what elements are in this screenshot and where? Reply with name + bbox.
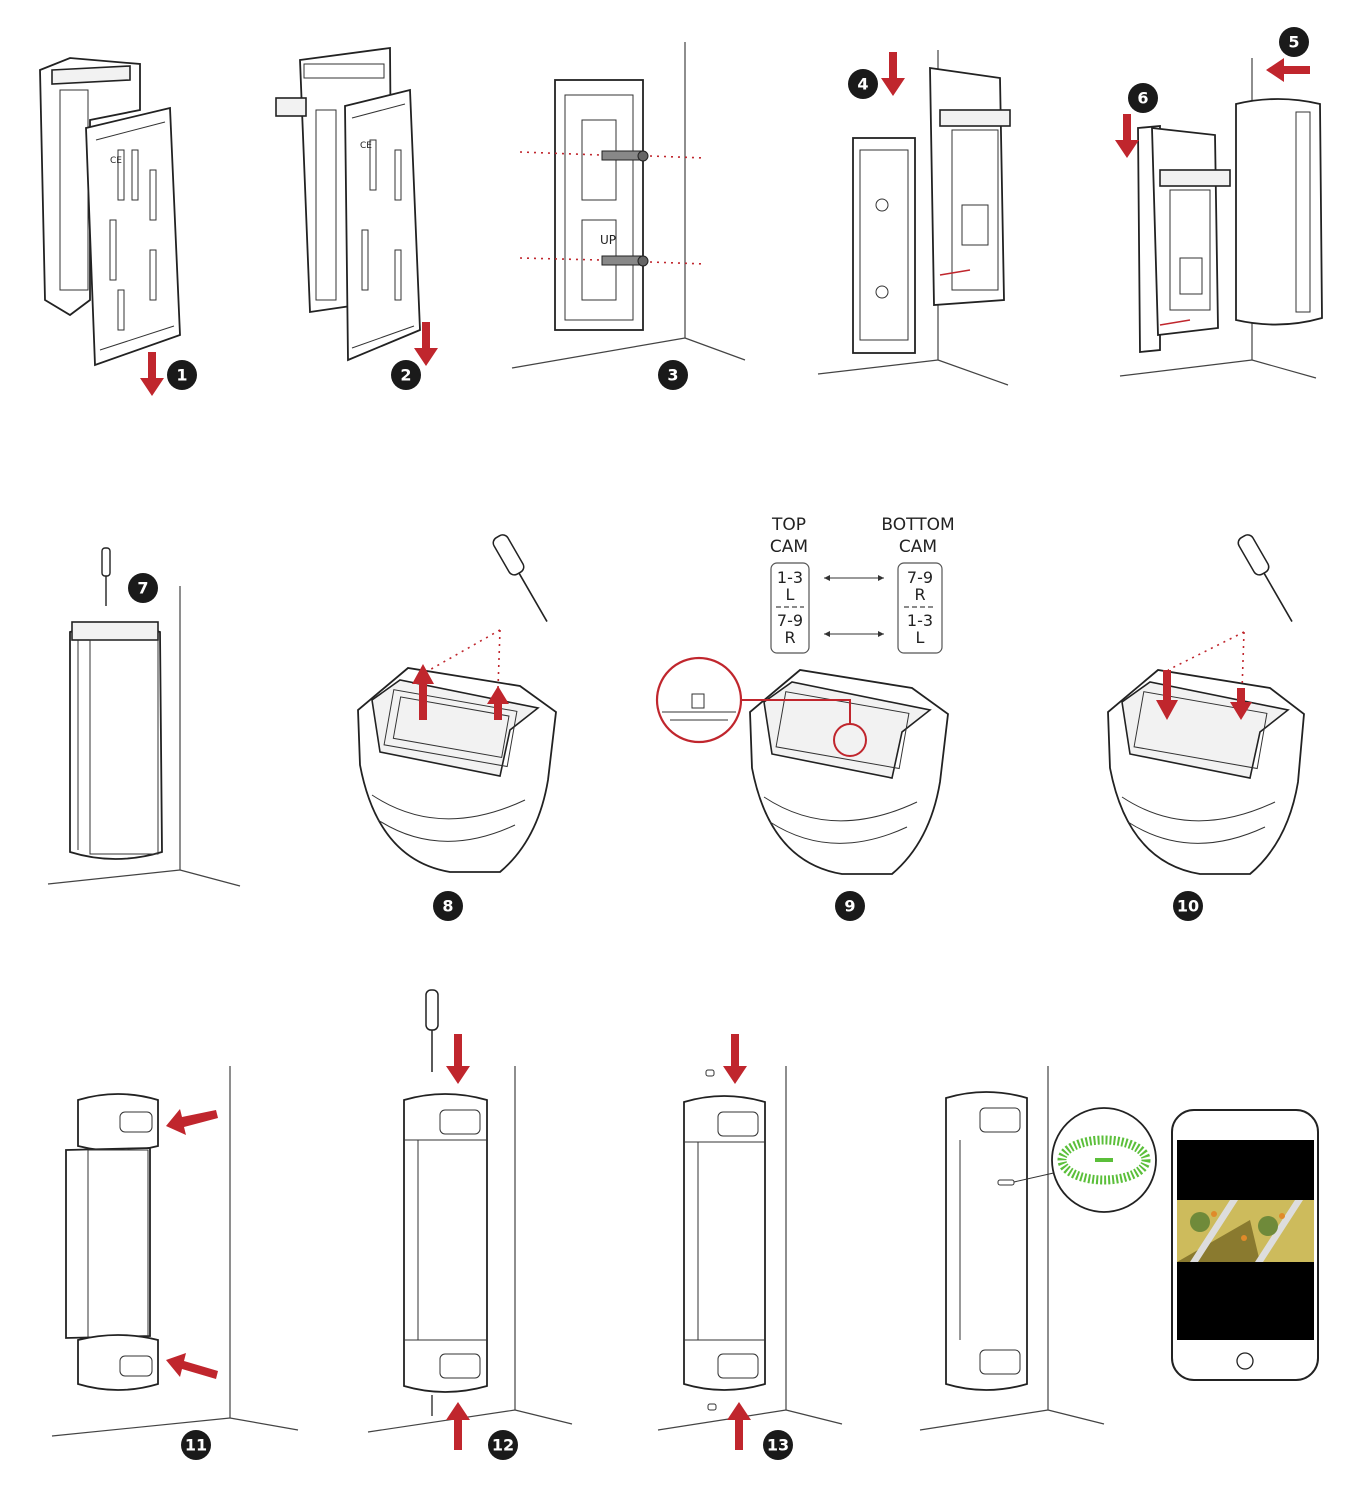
bottom-cam-label-2: CAM: [899, 537, 937, 557]
plate-up-label: UP: [600, 233, 616, 247]
bottom-setting-3: 1-3: [907, 611, 933, 630]
double-arrow-icon: [824, 631, 884, 637]
step-13-arrow-up: [727, 1402, 751, 1450]
step-13-arrow-down: [723, 1034, 747, 1084]
svg-text:1: 1: [176, 366, 187, 385]
double-arrow-icon: [824, 575, 884, 581]
smartphone-illustration: [1171, 1109, 1319, 1381]
step-10-illustration: [1107, 534, 1305, 875]
bottom-setting-4: L: [916, 628, 925, 647]
step-8-arrow-up-right: [487, 686, 509, 720]
step-9-illustration: [655, 656, 949, 875]
step-badge-3: 3: [658, 360, 688, 390]
step-badge-13: 13: [763, 1430, 793, 1460]
top-cam-label-2: CAM: [770, 537, 808, 557]
svg-text:9: 9: [844, 897, 855, 916]
svg-text:8: 8: [442, 897, 453, 916]
top-setting-3: 7-9: [777, 611, 803, 630]
top-setting-1: 1-3: [777, 568, 803, 587]
step-badge-2: 2: [391, 360, 421, 390]
step-5-arrow-left: [1266, 58, 1310, 82]
svg-text:CE: CE: [360, 141, 372, 151]
step-badge-12: 12: [488, 1430, 518, 1460]
step-2-arrow-down: [414, 322, 438, 366]
bottom-setting-1: 7-9: [907, 568, 933, 587]
step-8-arrow-up-left: [412, 664, 434, 720]
bottom-cam-label-1: BOTTOM: [881, 515, 954, 535]
led-indicator-icon: [1057, 1135, 1151, 1185]
step-badge-9: 9: [835, 891, 865, 921]
step-11-arrow-bottom: [166, 1353, 218, 1379]
svg-text:11: 11: [185, 1436, 207, 1455]
svg-text:4: 4: [857, 75, 868, 94]
step-4-arrow-down: [881, 52, 905, 96]
svg-text:CE: CE: [110, 156, 122, 166]
svg-text:12: 12: [492, 1436, 514, 1455]
step-8-illustration: [357, 534, 557, 873]
step-11-illustration: [51, 1066, 299, 1437]
top-setting-4: R: [784, 628, 795, 647]
step-12-illustration: [367, 989, 573, 1433]
step-badge-4: 4: [848, 69, 878, 99]
jumper-settings-legend: TOP CAM BOTTOM CAM 1-3 L 7-9 R 7-9 R 1-3…: [770, 515, 955, 654]
final-illustration: [919, 1066, 1157, 1431]
svg-text:5: 5: [1288, 33, 1299, 52]
step-12-arrow-down: [446, 1034, 470, 1084]
step-11-arrow-top: [166, 1109, 218, 1135]
step-badge-5: 5: [1279, 27, 1309, 57]
step-badge-8: 8: [433, 891, 463, 921]
step-3-illustration: UP: [511, 42, 746, 369]
step-badge-6: 6: [1128, 83, 1158, 113]
step-1-arrow-down: [140, 352, 164, 396]
svg-text:7: 7: [137, 579, 148, 598]
svg-text:3: 3: [667, 366, 678, 385]
top-cam-settings-box: [770, 562, 810, 654]
step-6-arrow-down: [1115, 114, 1139, 158]
svg-text:6: 6: [1137, 89, 1148, 108]
step-5-6-illustration: [1119, 58, 1323, 379]
camera-feed-image: [1177, 1200, 1314, 1262]
bottom-setting-2: R: [914, 585, 925, 604]
step-4-illustration: [817, 50, 1011, 386]
step-13-illustration: [657, 1066, 843, 1431]
svg-text:10: 10: [1177, 897, 1199, 916]
svg-text:13: 13: [767, 1436, 789, 1455]
step-badge-11: 11: [181, 1430, 211, 1460]
step-10-arrow-down-right: [1230, 688, 1252, 720]
top-setting-2: L: [786, 585, 795, 604]
svg-text:2: 2: [400, 366, 411, 385]
step-1-illustration: CE: [39, 57, 181, 367]
bottom-cam-settings-box: [897, 562, 943, 654]
step-badge-10: 10: [1173, 891, 1203, 921]
step-badge-1: 1: [167, 360, 197, 390]
step-7-illustration: [47, 547, 241, 887]
step-12-arrow-up: [446, 1402, 470, 1450]
step-2-illustration: CE: [275, 46, 421, 362]
step-badge-7: 7: [128, 573, 158, 603]
phone-home-button: [1236, 1352, 1254, 1370]
top-cam-label-1: TOP: [771, 515, 806, 535]
step-10-arrow-down-left: [1156, 670, 1178, 720]
